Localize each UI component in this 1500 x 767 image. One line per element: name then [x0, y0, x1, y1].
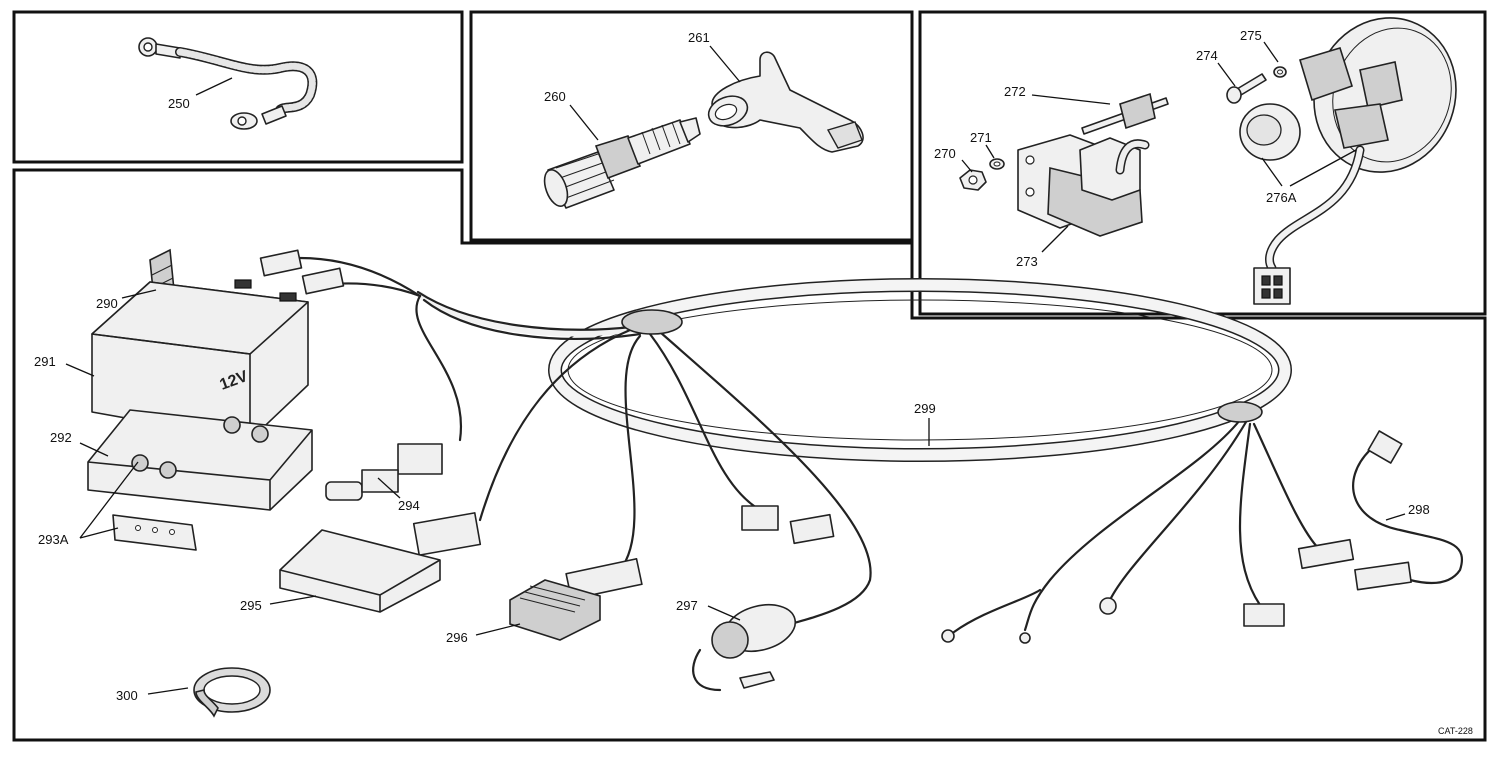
callout-293A: 293A [38, 532, 69, 547]
ground-strap-drawing [138, 37, 318, 130]
catalog-code: CAT-228 [1438, 726, 1473, 736]
callout-292: 292 [50, 430, 72, 445]
callout-275: 275 [1240, 28, 1262, 43]
spark-plug-drawing [543, 117, 701, 209]
battery-drawing: 12V [87, 248, 1463, 718]
callout-290: 290 [96, 296, 118, 311]
callout-273: 273 [1016, 254, 1038, 269]
leader-lines [65, 41, 1406, 695]
callout-291: 291 [34, 354, 56, 369]
callout-299: 299 [914, 401, 936, 416]
callout-274: 274 [1196, 48, 1218, 63]
callout-300: 300 [116, 688, 138, 703]
callout-250: 250 [168, 96, 190, 111]
plug-cap-drawing [707, 51, 864, 153]
callout-276A: 276A [1266, 190, 1297, 205]
callout-295: 295 [240, 598, 262, 613]
callout-294: 294 [398, 498, 420, 513]
panel-spark-plug [469, 10, 914, 242]
panel-wiring-harness [12, 168, 1487, 742]
callout-297: 297 [676, 598, 698, 613]
callout-298: 298 [1408, 502, 1430, 517]
callout-271: 271 [970, 130, 992, 145]
panel-ground-strap [12, 10, 464, 164]
callout-260: 260 [544, 89, 566, 104]
ignition-coil-drawing [959, 17, 1457, 305]
wiring-harness-drawing [259, 249, 1355, 644]
callout-272: 272 [1004, 84, 1026, 99]
callout-labels: 250 260 261 270 271 272 273 274 275 276A… [34, 28, 1430, 703]
callout-296: 296 [446, 630, 468, 645]
callout-270: 270 [934, 146, 956, 161]
callout-261: 261 [688, 30, 710, 45]
